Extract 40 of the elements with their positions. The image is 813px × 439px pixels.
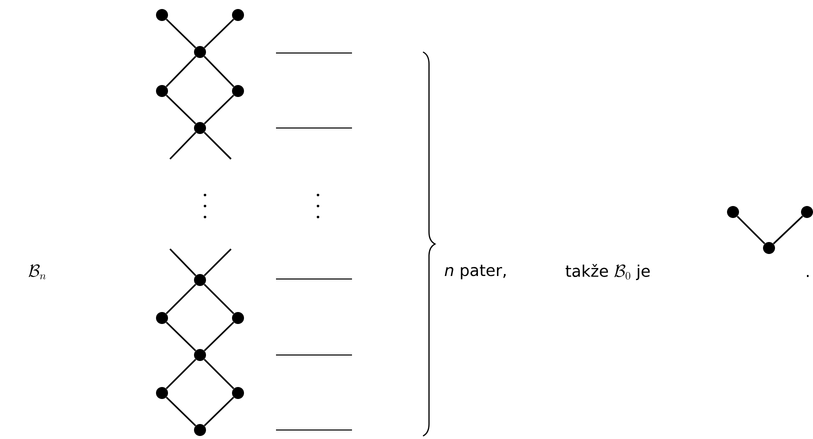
line [204, 358, 234, 390]
label: takže $\mathcal{B}_0$ je [566, 264, 650, 280]
label: $\mathcal{B}_n$ [28, 264, 46, 280]
dot [156, 387, 168, 399]
dot [194, 46, 206, 58]
label: . [806, 275, 809, 277]
line [166, 322, 196, 352]
dot [194, 424, 206, 436]
dot [194, 349, 206, 361]
dot [232, 9, 244, 21]
line [204, 284, 234, 314]
dot [156, 9, 168, 21]
line [166, 358, 196, 390]
line [772, 216, 804, 244]
line [204, 56, 234, 88]
line [166, 56, 196, 88]
line [204, 396, 234, 426]
dot [156, 312, 168, 324]
dot [194, 122, 206, 134]
line [166, 18, 196, 48]
dot [232, 312, 244, 324]
dot [763, 242, 775, 254]
line [169, 132, 196, 160]
line [204, 18, 234, 48]
line [736, 216, 766, 244]
dot [156, 85, 168, 97]
line [204, 94, 234, 124]
line [204, 322, 234, 352]
line [166, 94, 196, 124]
dot [194, 274, 206, 286]
dot [801, 206, 813, 218]
dot [727, 206, 739, 218]
line [166, 284, 196, 314]
line [169, 248, 196, 276]
label: n pater, [444, 264, 506, 280]
dot [232, 387, 244, 399]
line [166, 396, 196, 426]
line [204, 132, 232, 160]
dot [232, 85, 244, 97]
line [204, 248, 232, 276]
